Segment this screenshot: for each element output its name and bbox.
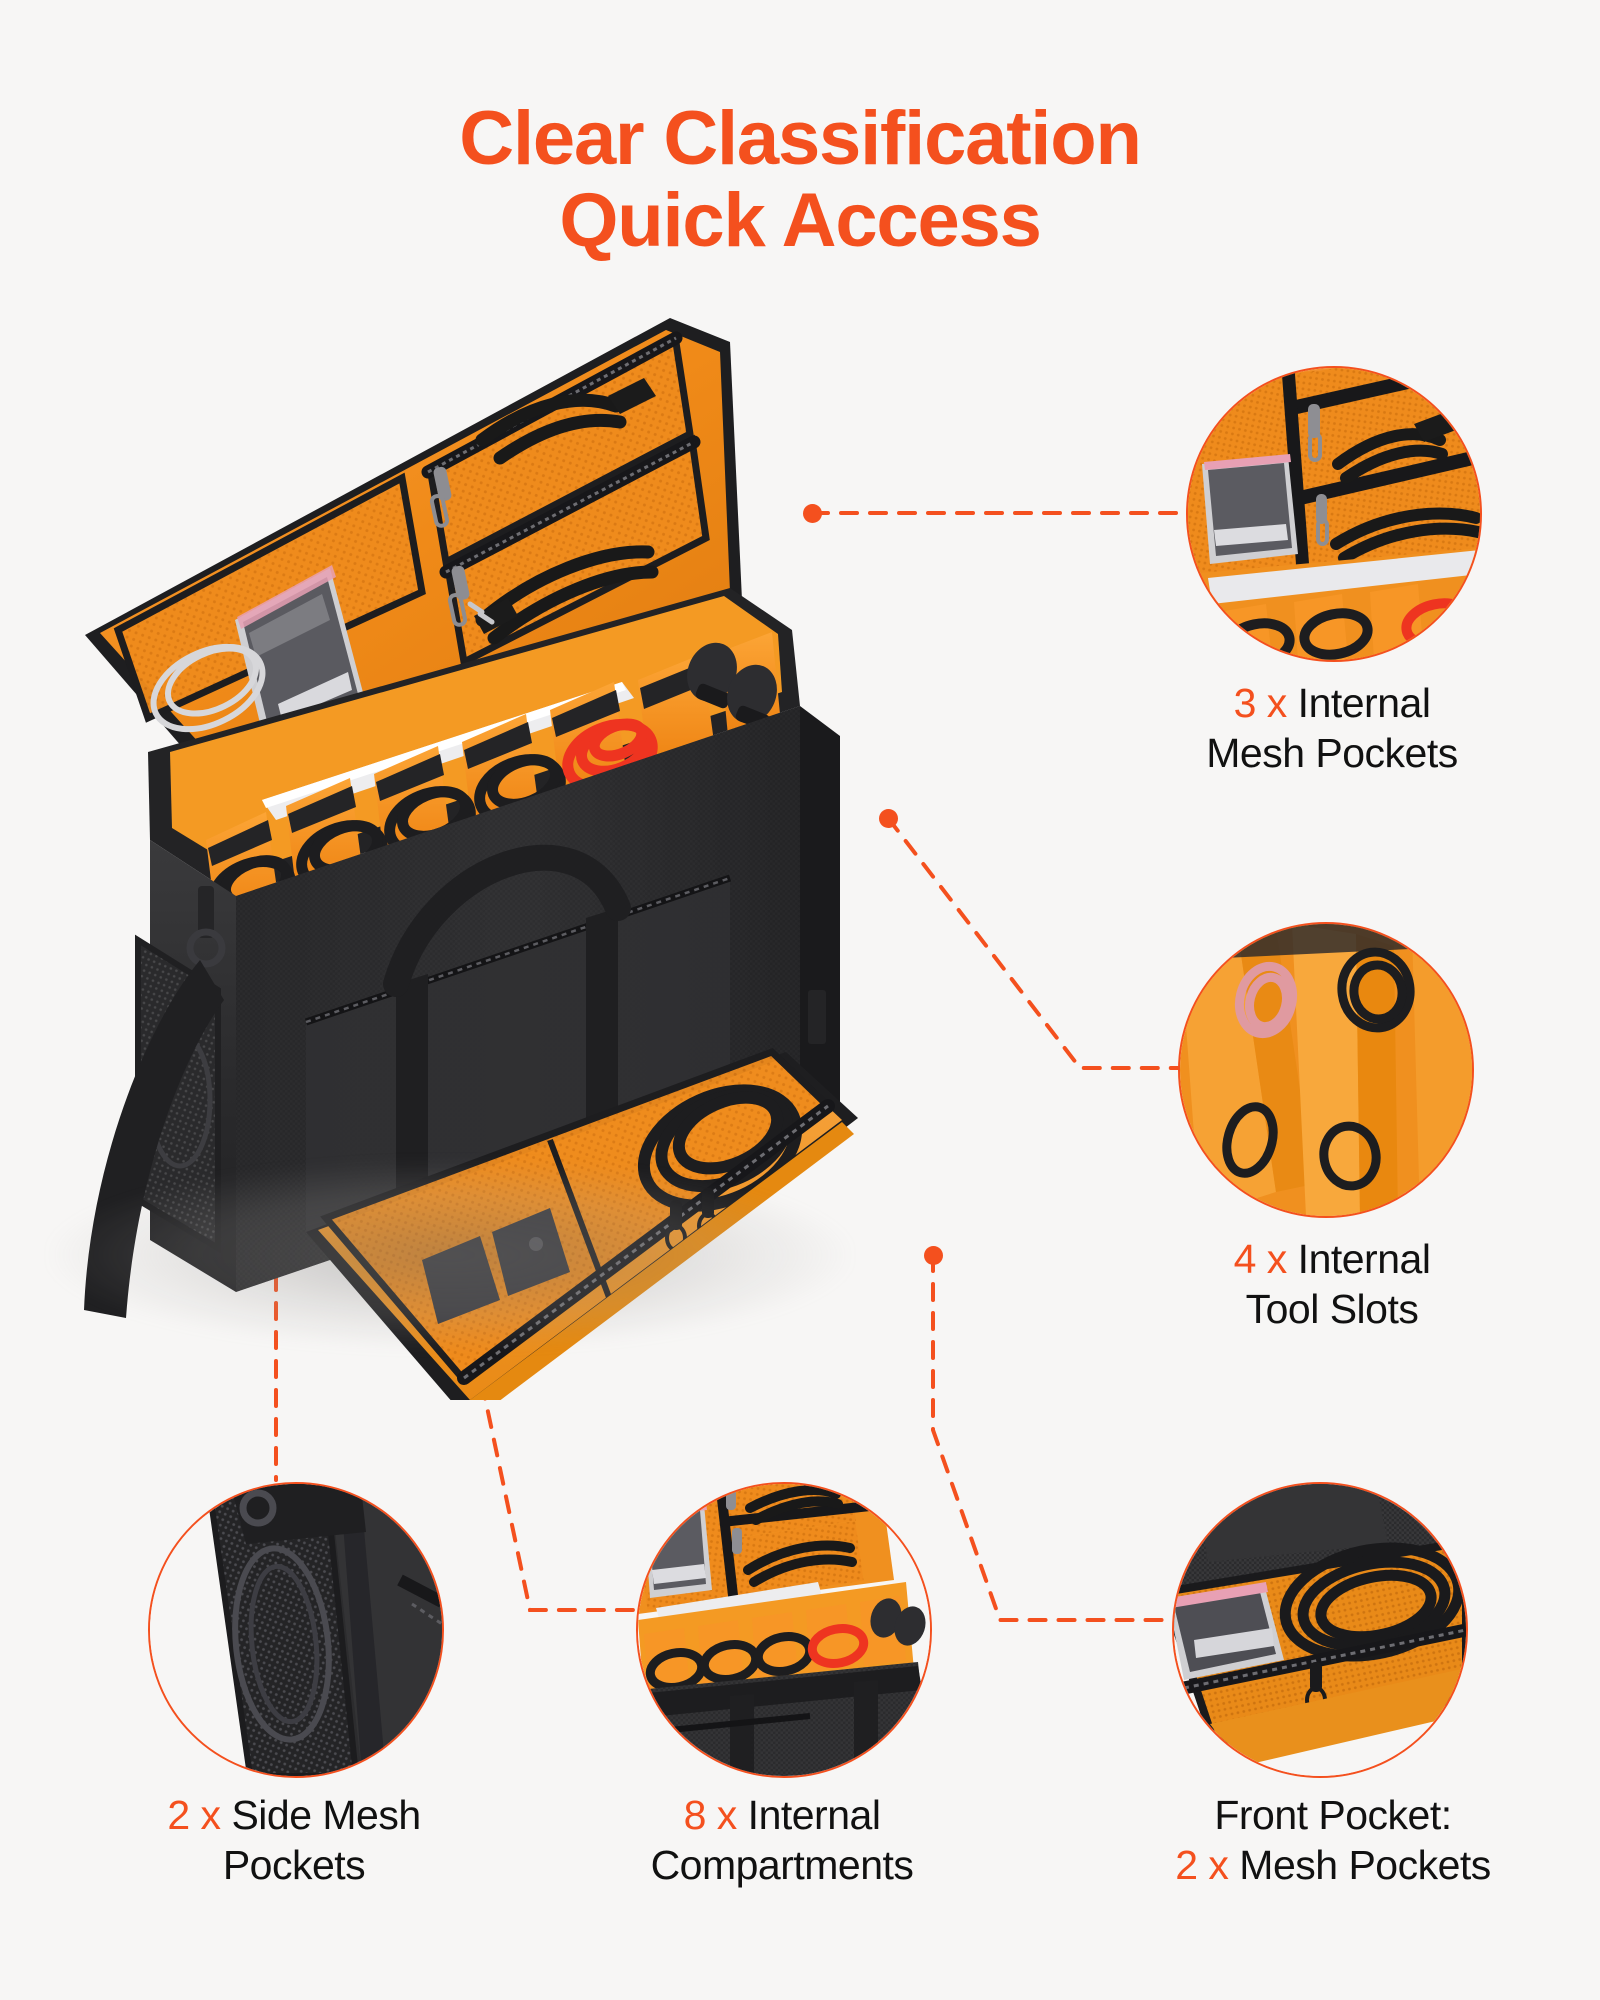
brand-tag [808,990,826,1044]
label-internal-mesh-pockets-1: Internal [1297,680,1431,726]
caption-front-pocket: Front Pocket: 2 x Mesh Pockets [1100,1790,1566,1890]
flap-coiled-cable [637,1084,803,1212]
detail-front-pocket [1174,1484,1466,1776]
product-illustration [84,318,858,1418]
detail-side-mesh [150,1484,442,1776]
label-side-mesh-pockets-1: Side Mesh [231,1792,421,1838]
detail-compartments [638,1484,930,1776]
flap-accessories [422,1208,570,1324]
callout-image-internal-tool-slots [1178,922,1474,1218]
callout-image-side-mesh-pockets [148,1482,444,1778]
lid-power-cable-upper [475,393,627,465]
caption-internal-mesh-pockets: 3 x Internal Mesh Pockets [1120,678,1544,778]
anchor-dot-front-pocket [924,1246,943,1265]
count-internal-compartments: 8 x [683,1792,738,1838]
callout-image-internal-mesh-pockets [1186,366,1482,662]
product-shadow [50,1160,850,1350]
label-internal-tool-slots-2: Tool Slots [1245,1286,1419,1333]
label-front-pocket-2: Mesh Pockets [1239,1842,1491,1889]
page-title: Clear Classification Quick Access [0,96,1600,264]
title-line-2: Quick Access [559,178,1042,264]
label-internal-tool-slots-1: Internal [1297,1236,1431,1282]
label-internal-compartments-1: Internal [747,1792,881,1838]
callout-image-front-pocket [1172,1482,1468,1778]
label-internal-mesh-pockets-2: Mesh Pockets [1206,730,1458,777]
white-coiled-cable [150,643,266,733]
bag-lid [85,318,742,770]
zipper-pull-lid-top [429,466,452,528]
count-internal-tool-slots: 4 x [1233,1236,1288,1282]
plug-head-upper [608,378,656,414]
tools-in-slot [687,642,777,731]
callout-image-internal-compartments [636,1482,932,1778]
detail-mesh-pockets [1188,368,1480,660]
product-photo-open-tool-bag [30,300,1090,1418]
anchor-dot-tool-slots [879,809,898,828]
title-line-1: Clear Classification [459,96,1142,181]
label-front-pocket-1: Front Pocket: [1214,1792,1452,1838]
detail-tool-slots [1180,924,1472,1216]
label-side-mesh-pockets-2: Pockets [222,1842,366,1889]
anchor-dot-mesh-pockets [803,504,822,523]
caption-internal-compartments: 8 x Internal Compartments [546,1790,1018,1890]
count-front-pocket: 2 x [1175,1842,1229,1889]
caption-internal-tool-slots: 4 x Internal Tool Slots [1120,1234,1544,1334]
label-internal-compartments-2: Compartments [650,1842,914,1889]
count-internal-mesh-pockets: 3 x [1233,680,1288,726]
shoulder-strap [84,886,226,1318]
zipper-pull-lid-bottom [447,565,470,627]
caption-side-mesh-pockets: 2 x Side Mesh Pockets [60,1790,528,1890]
count-side-mesh-pockets: 2 x [167,1792,221,1838]
plug-head-lower [474,598,518,634]
front-flap-pocket [306,1047,858,1418]
